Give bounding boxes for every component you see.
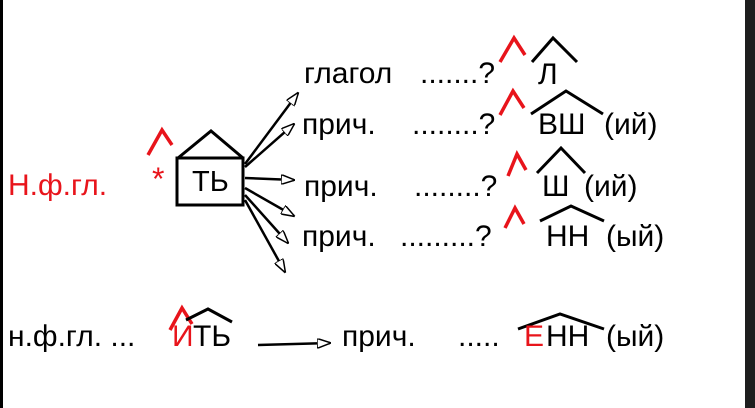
row2-word: прич. xyxy=(302,108,376,141)
row4-ending: (ый) xyxy=(606,220,665,253)
infinitive-suffix: ТЬ xyxy=(192,166,229,198)
bottom-suffix-t: ТЬ xyxy=(193,320,232,353)
row4-word: прич. xyxy=(302,220,376,253)
arrow-to-prich-lower xyxy=(244,194,288,243)
stress-mark-row1 xyxy=(498,34,527,63)
stress-mark-row2 xyxy=(498,87,526,116)
bottom-vowel-e: Е xyxy=(524,320,545,353)
row2-suffix: ВШ xyxy=(538,108,586,141)
suffix-mark-row2 xyxy=(530,89,604,116)
suffix-mark-bottom-right xyxy=(517,312,605,331)
suffix-house-box xyxy=(175,156,245,207)
row2-dots: ........? xyxy=(412,108,496,141)
bottom-suffix-nn: НН xyxy=(546,320,590,353)
arrow-to-prich-sh xyxy=(244,178,294,180)
bottom-prich-word: прич. xyxy=(342,320,416,353)
row2-ending: (ий) xyxy=(604,108,658,141)
row4-suffix: НН xyxy=(546,220,590,253)
bottom-ending: (ый) xyxy=(606,320,665,353)
suffix-house-roof xyxy=(177,129,244,160)
stress-mark-left xyxy=(146,126,174,156)
row3-dots: ........? xyxy=(414,170,498,203)
row3-word: прич. xyxy=(304,170,378,203)
arrow-to-prich-vsh xyxy=(244,124,294,168)
arrow-bottom xyxy=(257,343,330,345)
suffix-mark-row1 xyxy=(530,35,579,64)
stress-mark-row3 xyxy=(506,149,528,177)
row3-ending: (ий) xyxy=(584,170,638,203)
row4-dots: .........? xyxy=(400,220,492,253)
row1-word: глагол xyxy=(304,57,393,90)
suffix-mark-bottom-left xyxy=(185,307,233,324)
arrow-to-prich-nn xyxy=(244,186,294,216)
left-frame-border xyxy=(0,0,3,408)
asterisk-mark: * xyxy=(152,161,165,197)
row1-dots: .......? xyxy=(420,57,496,90)
suffix-mark-row4 xyxy=(539,204,605,223)
bottom-vowel-i: И xyxy=(172,320,194,353)
right-frame-border xyxy=(745,0,755,408)
row3-suffix: Ш xyxy=(542,170,570,203)
bottom-dots: ..... xyxy=(458,320,500,353)
row1-suffix: Л xyxy=(538,58,558,91)
infinitive-label: Н.ф.гл. xyxy=(8,169,108,202)
bottom-infinitive-label: н.ф.гл. ... xyxy=(8,320,136,353)
stress-mark-row4 xyxy=(503,204,526,229)
suffix-mark-row3 xyxy=(535,145,587,175)
arrow-to-glagol xyxy=(243,93,298,165)
arrow-down xyxy=(243,199,285,272)
